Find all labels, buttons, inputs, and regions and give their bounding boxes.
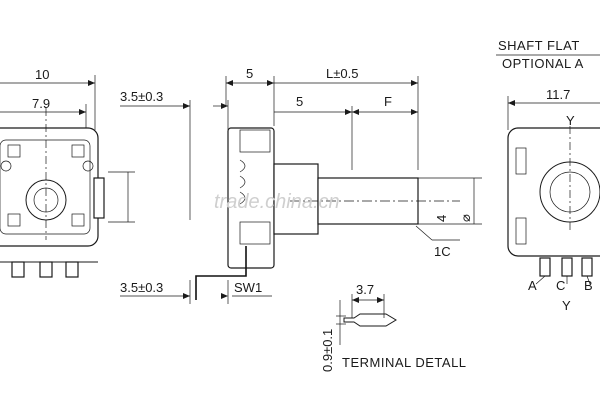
rear-side-tab: [515, 147, 527, 175]
arrow: [88, 80, 95, 86]
pin-a-label: A: [528, 278, 537, 293]
dim-5-top-label: 5: [246, 66, 253, 81]
terminal-pin: [39, 261, 53, 278]
arrow: [226, 80, 233, 86]
dim-10-label: 10: [35, 67, 49, 82]
front-body: [0, 127, 99, 247]
arrow: [221, 293, 228, 299]
rear-y-top-label: Y: [566, 113, 575, 128]
terminal-detail-title: TERMINAL DETALL: [342, 355, 467, 370]
arrow: [411, 109, 418, 115]
dim-4-label: 4: [434, 215, 449, 222]
side-clip: [239, 221, 271, 245]
rear-y-bottom-label: Y: [562, 298, 571, 313]
side-tab: [93, 177, 105, 219]
arrow: [79, 109, 86, 115]
dim-5-shaft-label: 5: [296, 94, 303, 109]
bushing: [273, 163, 319, 235]
leader-line: [586, 275, 591, 285]
terminal-pin-b: [581, 257, 593, 277]
leader-line: [535, 275, 546, 285]
terminal-detail: 3.7 0.9±0.1 TERMINAL DETALL: [320, 282, 467, 372]
shaft-flat-note-line1: SHAFT FLAT: [498, 38, 580, 53]
dia-symbol: ⌀: [458, 214, 473, 222]
front-view: 10 7.9: [0, 67, 135, 278]
terminal-width-label: 3.7: [356, 282, 374, 297]
pin-c-label: C: [556, 278, 565, 293]
switch-label: SW1: [234, 280, 262, 295]
side-view: 3.5±0.3 5 L±0.5 5 F: [120, 66, 482, 304]
side-springs: [239, 159, 246, 205]
arrow: [352, 109, 359, 115]
dim-f-label: F: [384, 94, 392, 109]
side-clip: [239, 129, 271, 153]
mount-hole: [0, 160, 12, 172]
switch-lead: [195, 246, 247, 300]
rear-side-tab: [515, 217, 527, 245]
arrow: [183, 103, 190, 109]
watermark: trade.china.cn: [214, 191, 340, 213]
corner-square: [7, 213, 21, 227]
pin-b-label: B: [584, 278, 593, 293]
rear-view: 11.7 Y A C B Y: [507, 87, 600, 313]
leader-line: [415, 225, 433, 241]
dim-3-5-bottom-label: 3.5±0.3: [120, 280, 163, 295]
terminal-profile: [343, 313, 397, 327]
corner-square: [7, 144, 21, 158]
terminal-pin-a: [539, 257, 551, 277]
arrow: [345, 109, 352, 115]
shaft-flat-note-line2: OPTIONAL A: [502, 56, 584, 71]
dim-7-9-label: 7.9: [32, 96, 50, 111]
arrow: [267, 80, 274, 86]
corner-square: [71, 213, 85, 227]
corner-square: [71, 144, 85, 158]
arrow: [352, 297, 359, 303]
arrow: [411, 80, 418, 86]
dim-l-label: L±0.5: [326, 66, 358, 81]
terminal-pin: [65, 261, 79, 278]
mount-hole: [82, 160, 94, 172]
front-body-inner: [0, 139, 91, 235]
arrow: [377, 297, 384, 303]
dim-3-5-top-label: 3.5±0.3: [120, 89, 163, 104]
terminal-pin: [11, 261, 25, 278]
dim-11-7-label: 11.7: [546, 87, 570, 102]
arrow: [508, 100, 515, 106]
rear-body: [507, 127, 600, 257]
terminal-pin-c: [561, 257, 573, 277]
terminal-thickness-label: 0.9±0.1: [320, 329, 335, 372]
arrow: [183, 293, 190, 299]
chamfer-label: 1C: [434, 244, 451, 259]
